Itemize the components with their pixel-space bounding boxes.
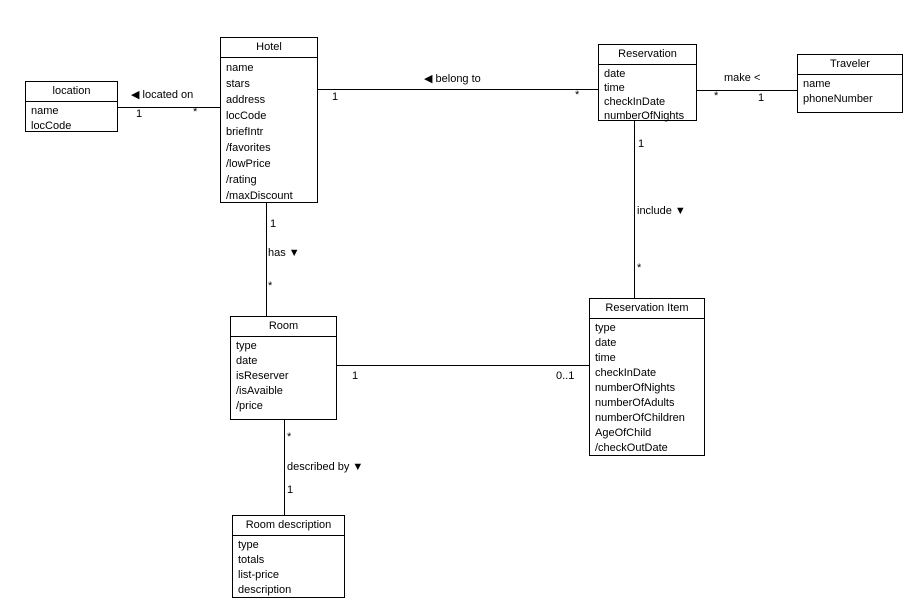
class-box-room-description: Room description type totals list-price … bbox=[232, 515, 345, 598]
multiplicity-label: 1 bbox=[136, 108, 143, 120]
class-attributes: type totals list-price description bbox=[233, 536, 344, 600]
class-attributes: name locCode bbox=[26, 102, 117, 136]
multiplicity-label: 1 bbox=[352, 370, 359, 382]
class-attributes: name phoneNumber bbox=[798, 75, 902, 112]
class-title: Reservation Item bbox=[590, 299, 704, 319]
class-attributes: type date time checkInDate numberOfNight… bbox=[590, 319, 704, 458]
class-attributes: name stars address locCode briefIntr /fa… bbox=[221, 58, 317, 206]
attribute: locCode bbox=[31, 120, 72, 132]
association-line-room-reservation-item bbox=[337, 365, 589, 366]
class-title: Hotel bbox=[221, 38, 317, 58]
class-attributes: type date isReserver /isAvaible /price bbox=[231, 337, 336, 419]
attribute: type bbox=[238, 539, 259, 551]
attribute: /favorites bbox=[226, 142, 271, 154]
association-line-hotel-reservation bbox=[318, 89, 598, 90]
multiplicity-label: * bbox=[193, 106, 198, 118]
multiplicity-label: 1 bbox=[638, 138, 645, 150]
attribute: numberOfAdults bbox=[595, 397, 675, 409]
attribute: numberOfChildren bbox=[595, 412, 685, 424]
association-label-described-by: described by ▼ bbox=[287, 461, 364, 473]
class-box-reservation: Reservation date time checkInDate number… bbox=[598, 44, 697, 122]
multiplicity-label: 1 bbox=[332, 91, 339, 103]
attribute: /lowPrice bbox=[226, 158, 271, 170]
association-label-has: has ▼ bbox=[268, 247, 300, 259]
class-box-room: Room type date isReserver /isAvaible /pr… bbox=[230, 316, 337, 420]
attribute: stars bbox=[226, 78, 250, 90]
attribute: name bbox=[31, 105, 59, 117]
attribute: time bbox=[604, 82, 625, 94]
association-label-include: include ▼ bbox=[637, 205, 686, 217]
multiplicity-label: * bbox=[714, 90, 719, 102]
multiplicity-label: 1 bbox=[758, 92, 765, 104]
attribute: type bbox=[595, 322, 616, 334]
multiplicity-label: * bbox=[287, 431, 292, 443]
attribute: time bbox=[595, 352, 616, 364]
attribute: phoneNumber bbox=[803, 93, 873, 105]
class-title: Room description bbox=[233, 516, 344, 536]
class-title: location bbox=[26, 82, 117, 102]
attribute: checkInDate bbox=[604, 96, 666, 108]
attribute: /isAvaible bbox=[236, 385, 283, 397]
attribute: /price bbox=[236, 400, 263, 412]
association-label-make: make < bbox=[724, 72, 761, 84]
attribute: briefIntr bbox=[226, 126, 264, 138]
class-box-hotel: Hotel name stars address locCode briefIn… bbox=[220, 37, 318, 203]
attribute: numberOfNights bbox=[595, 382, 676, 394]
association-line-hotel-room bbox=[266, 203, 267, 316]
class-box-reservation-item: Reservation Item type date time checkInD… bbox=[589, 298, 705, 456]
attribute: AgeOfChild bbox=[595, 427, 652, 439]
multiplicity-label: * bbox=[268, 280, 273, 292]
attribute: type bbox=[236, 340, 257, 352]
attribute: date bbox=[604, 68, 626, 80]
attribute: name bbox=[803, 78, 831, 90]
multiplicity-label: * bbox=[637, 262, 642, 274]
association-line-reservation-traveler bbox=[697, 90, 797, 91]
multiplicity-label: 0..1 bbox=[556, 370, 575, 382]
attribute: totals bbox=[238, 554, 265, 566]
attribute: numberOfNights bbox=[604, 110, 685, 122]
multiplicity-label: * bbox=[575, 89, 580, 101]
class-title: Reservation bbox=[599, 45, 696, 65]
class-title: Room bbox=[231, 317, 336, 337]
attribute: /maxDiscount bbox=[226, 190, 293, 202]
attribute: list-price bbox=[238, 569, 279, 581]
attribute: isReserver bbox=[236, 370, 289, 382]
class-box-location: location name locCode bbox=[25, 81, 118, 132]
association-line-room-description bbox=[284, 420, 285, 515]
attribute: checkInDate bbox=[595, 367, 657, 379]
attribute: name bbox=[226, 62, 254, 74]
class-box-traveler: Traveler name phoneNumber bbox=[797, 54, 903, 113]
association-label-located-on: ◀ located on bbox=[131, 89, 194, 101]
association-line-location-hotel bbox=[118, 107, 220, 108]
attribute: /checkOutDate bbox=[595, 442, 668, 454]
attribute: description bbox=[238, 584, 292, 596]
association-line-reservation-item bbox=[634, 121, 635, 298]
class-attributes: date time checkInDate numberOfNights bbox=[599, 65, 696, 125]
attribute: date bbox=[236, 355, 258, 367]
attribute: address bbox=[226, 94, 266, 106]
attribute: date bbox=[595, 337, 617, 349]
attribute: /rating bbox=[226, 174, 257, 186]
association-label-belong-to: ◀ belong to bbox=[424, 73, 481, 85]
multiplicity-label: 1 bbox=[287, 484, 294, 496]
attribute: locCode bbox=[226, 110, 267, 122]
class-title: Traveler bbox=[798, 55, 902, 75]
multiplicity-label: 1 bbox=[270, 218, 277, 230]
